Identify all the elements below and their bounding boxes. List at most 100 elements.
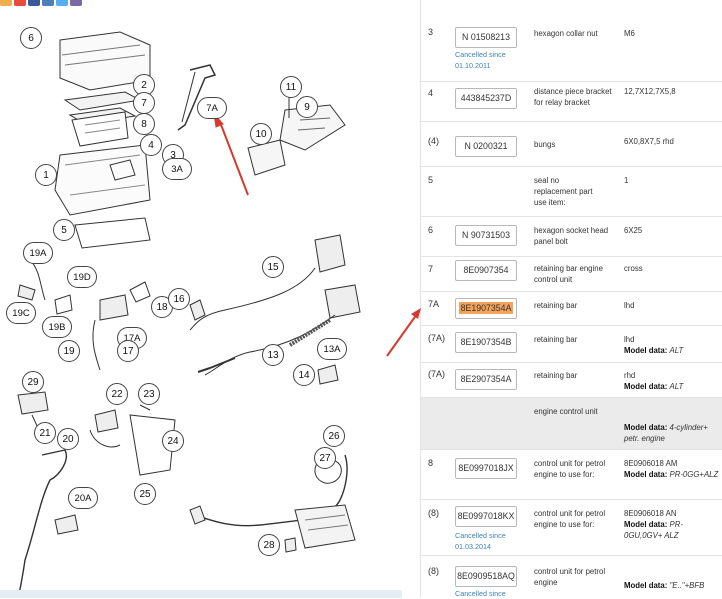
part-description: control unit for petrol engine to use fo… [534,459,606,479]
callout-14[interactable]: 14 [293,364,315,386]
callout-17[interactable]: 17 [117,340,139,362]
callout-20[interactable]: 20 [57,428,79,450]
cancelled-note: Cancelled since 01.03.2014 [455,531,506,551]
part-remark: cross [624,264,643,273]
position-number: 7 [428,264,434,274]
table-row[interactable]: (4) N 0200321 bungs 6X0,8X7,5 rhd [421,122,722,167]
part-number-button[interactable]: N 90731503 [455,225,517,246]
position-number: (8) [428,566,439,576]
callout-16[interactable]: 16 [168,288,190,310]
position-number: (7A) [428,333,446,343]
group-title: engine control unit [534,407,598,416]
share-button[interactable] [70,0,82,6]
part-remark: 8E0906018 AM Model data: PR-0GG+ALZ [624,458,720,480]
callout-3a[interactable]: 3A [162,158,192,180]
share-button[interactable] [42,0,54,6]
part-description: hexagon socket head panel bolt [534,226,609,246]
part-description: distance piece bracket for relay bracket [534,87,612,107]
callout-19b[interactable]: 19B [42,316,72,338]
callout-19d[interactable]: 19D [67,266,97,288]
cancelled-note: Cancelled since 01.10.2011 [455,50,506,70]
callout-27[interactable]: 27 [314,447,336,469]
callout-4[interactable]: 4 [140,134,162,156]
callout-9[interactable]: 9 [296,96,318,118]
part-number-button[interactable]: 8E0909518AQ [455,566,517,587]
callout-24[interactable]: 24 [162,430,184,452]
part-remark: rhd Model data: ALT [624,370,720,392]
part-remark: 12,7X12,7X5,8 [624,87,676,96]
table-row[interactable]: (7A) 8E2907354A retaining bar rhd Model … [421,363,722,398]
callout-28[interactable]: 28 [258,534,280,556]
share-button[interactable] [0,0,12,6]
position-number: 7A [428,299,440,309]
part-remark: lhd Model data: ALT [624,334,720,356]
diagram-drawing [17,31,361,598]
callout-19a[interactable]: 19A [23,242,53,264]
part-number-button[interactable]: 8E0997018KX [455,506,517,527]
callout-7a[interactable]: 7A [197,97,227,119]
callout-7[interactable]: 7 [133,92,155,114]
part-number-button[interactable]: 8E2907354A [455,369,517,390]
model-data: Model data: ALT [624,382,684,391]
callout-10[interactable]: 10 [250,123,272,145]
table-row[interactable]: 7 8E0907354 retaining bar engine control… [421,257,722,292]
table-row[interactable]: 5 seal no replacement part use item: 1 [421,167,722,217]
position-number: (4) [428,136,439,146]
remark-text: lhd [624,335,635,344]
callout-25[interactable]: 25 [134,483,156,505]
table-row[interactable]: (8) 8E0909518AQ Cancelled since control … [421,556,722,598]
cancelled-note: Cancelled since [455,589,506,598]
table-row[interactable]: (8) 8E0997018KX Cancelled since 01.03.20… [421,500,722,556]
part-remark: 6X0,8X7,5 rhd [624,137,674,146]
part-remark: Model data: "E.."+BFB [624,580,720,591]
callout-6[interactable]: 6 [20,27,42,49]
remark-text: rhd [624,371,636,380]
part-number-button[interactable]: N 0200321 [455,136,517,157]
group-header-row: engine control unit Model data: 4-cylind… [421,398,722,450]
share-button[interactable] [28,0,40,6]
part-number-button[interactable]: 8E0907354 [455,260,517,281]
part-number-button[interactable]: 8E1907354B [455,332,517,353]
callout-5[interactable]: 5 [53,219,75,241]
exploded-parts-diagram[interactable]: 6 2 7 8 4 3 3A 1 5 7A 11 9 10 19A 19D 19… [0,0,402,598]
position-number: 6 [428,225,434,235]
table-row-selected[interactable]: 7A 8E1907354A retaining bar lhd [421,292,722,326]
callout-11[interactable]: 11 [280,76,302,98]
callout-19c[interactable]: 19C [6,302,36,324]
position-number: 5 [428,175,434,185]
callout-23[interactable]: 23 [138,383,160,405]
callout-19[interactable]: 19 [58,340,80,362]
highlighted-part-number: 8E1907354A [458,302,514,314]
position-number: (8) [428,508,439,518]
part-number-button-highlighted[interactable]: 8E1907354A [455,298,517,319]
part-description: retaining bar [534,371,578,380]
part-description: hexagon collar nut [534,29,598,38]
parts-table: 3 N 01508213 Cancelled since 01.10.2011 … [386,0,722,598]
table-row[interactable]: 3 N 01508213 Cancelled since 01.10.2011 … [421,0,722,82]
red-arrow-icon [386,308,421,357]
callout-29[interactable]: 29 [22,371,44,393]
position-number: 3 [428,27,434,37]
callout-26[interactable]: 26 [323,425,345,447]
position-number: 8 [428,458,434,468]
table-row[interactable]: 6 N 90731503 hexagon socket head panel b… [421,217,722,257]
share-button[interactable] [56,0,68,6]
share-button[interactable] [14,0,26,6]
callout-13[interactable]: 13 [262,344,284,366]
callout-22[interactable]: 22 [106,383,128,405]
group-model-data: Model data: 4-cylinder+ petr. engine [624,423,708,443]
callout-1[interactable]: 1 [35,164,57,186]
part-number-button[interactable]: 8E0997018JX [455,458,517,479]
part-number-button[interactable]: 443845237D [455,88,517,109]
part-number-button[interactable]: N 01508213 [455,27,517,48]
table-row[interactable]: (7A) 8E1907354B retaining bar lhd Model … [421,326,722,363]
part-description: retaining bar [534,301,578,310]
table-row[interactable]: 4 443845237D distance piece bracket for … [421,82,722,122]
callout-21[interactable]: 21 [34,422,56,444]
table-row[interactable]: 8 8E0997018JX control unit for petrol en… [421,450,722,500]
model-data: Model data: PR-0GG+ALZ [624,470,719,479]
callout-20a[interactable]: 20A [68,487,98,509]
callout-8[interactable]: 8 [133,113,155,135]
callout-13a[interactable]: 13A [317,338,347,360]
callout-15[interactable]: 15 [262,256,284,278]
